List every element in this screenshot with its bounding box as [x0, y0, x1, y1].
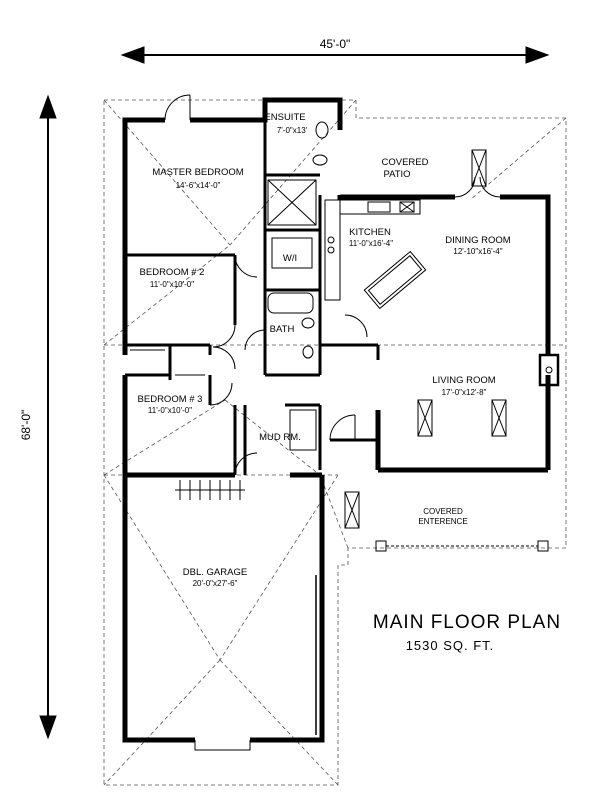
ensuite-label: ENSUITE: [264, 112, 305, 123]
garage-label: DBL. GARAGE: [183, 567, 247, 578]
plan-title: MAIN FLOOR PLAN: [373, 612, 561, 633]
width-dimension-label: 45'-0": [320, 37, 351, 51]
roof-overhang-outline: [103, 99, 567, 786]
width-dimension-arrow: [120, 46, 550, 64]
living-room-size: 17'-0"x12'-8": [442, 388, 487, 397]
covered-patio-label-2: PATIO: [383, 169, 410, 180]
garage-size: 20'-0"x27'-6": [193, 579, 238, 588]
kitchen-label: KITCHEN: [349, 227, 391, 238]
covered-entrance-label-1: COVERED: [423, 507, 463, 516]
exterior-walls: [122, 97, 551, 743]
walk-in-closet-label: W/I: [283, 253, 297, 264]
interior-walls: [125, 120, 380, 475]
master-bedroom-label: MASTER BEDROOM: [152, 167, 243, 178]
master-bedroom-size: 14'-6"x14'-0": [176, 181, 221, 190]
ensuite-size: 7'-0"x13': [277, 126, 308, 135]
living-room-label: LIVING ROOM: [432, 375, 495, 386]
dining-room-label: DINING ROOM: [445, 235, 511, 246]
plan-area: 1530 SQ. FT.: [406, 638, 495, 653]
kitchen-size: 11'-0"x16'-4": [349, 239, 393, 248]
bedroom-3-size: 11'-0"x10'-0": [148, 406, 192, 415]
dining-room-size: 12'-10"x16'-4": [453, 247, 502, 256]
covered-patio-label-1: COVERED: [382, 157, 429, 168]
bedroom-3-label: BEDROOM # 3: [138, 394, 203, 405]
bedroom-2-size: 11'-0"x10'-0": [150, 280, 194, 289]
bedroom-2-label: BEDROOM # 2: [140, 267, 205, 278]
fixtures: [130, 121, 549, 751]
depth-dimension-arrow: [39, 94, 57, 740]
covered-entrance-label-2: ENTERENCE: [418, 517, 467, 526]
mud-room-label: MUD RM.: [259, 432, 301, 443]
fireplace: [538, 353, 560, 387]
bath-label: BATH: [270, 324, 295, 335]
door-swings: [164, 94, 501, 476]
depth-dimension-label: 68'-0": [19, 410, 33, 441]
